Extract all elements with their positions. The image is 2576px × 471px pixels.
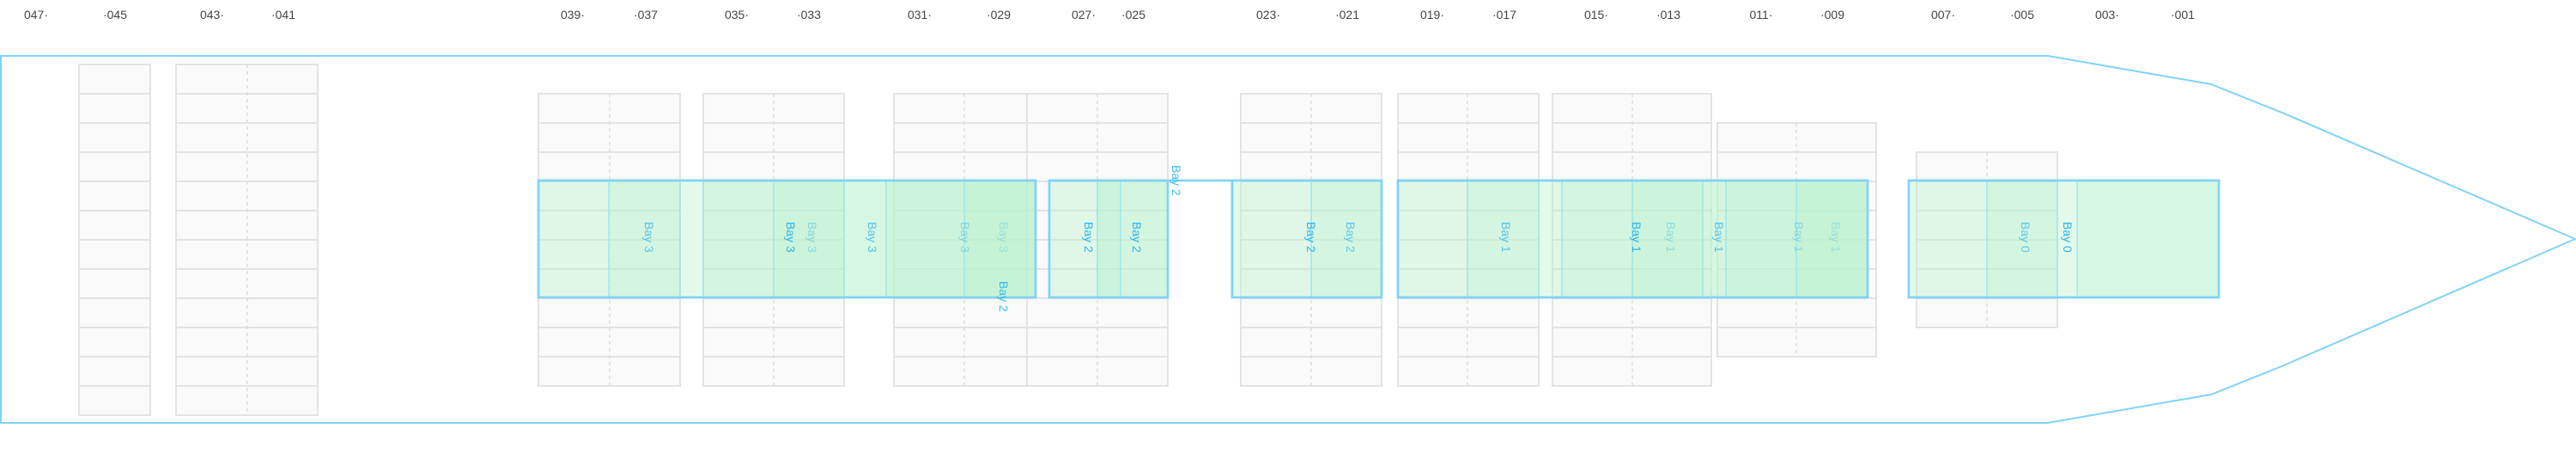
bay-outline[interactable] [537,179,1037,299]
station-label: 027· [1072,8,1096,21]
station-label: ·033 [797,8,821,21]
station-label: 015· [1584,8,1608,21]
bay-label: Bay 0 [2061,222,2075,253]
bay-segment[interactable] [1097,180,1121,298]
station-label: 023· [1256,8,1280,21]
station-label: ·045 [103,8,127,21]
station-label: 019· [1420,8,1444,21]
station-label: 011· [1750,8,1773,21]
bay-label: Bay 1 [1630,222,1643,253]
bay-border [1907,179,2221,299]
bay-label: Bay 3 [805,222,819,253]
container-slot[interactable] [1397,151,1540,182]
station-label: 047· [24,8,48,21]
bay-label: Bay 3 [784,222,798,253]
bay-outline[interactable] [1230,179,1383,299]
station-label: 007· [1931,8,1955,21]
bay-label: Bay 1 [1499,222,1513,253]
container-slot[interactable] [1397,122,1540,153]
bay-highlights [537,179,2221,299]
bay-label: Bay 3 [958,222,972,253]
bay-segment[interactable] [773,180,845,298]
bay-segment[interactable] [2076,180,2220,298]
bay-label: Bay 2 [1082,222,1096,253]
station-label: ·009 [1820,8,1844,21]
station-label: ·005 [2010,8,2034,21]
container-slot[interactable] [78,356,151,387]
container-stack [175,64,319,416]
bay-label: Bay 1 [1792,222,1806,253]
container-slot[interactable] [1397,210,1540,241]
station-label: ·025 [1121,8,1145,21]
bay-border [537,179,1037,299]
container-slot[interactable] [78,268,151,299]
station-label: 043· [200,8,224,21]
container-slot[interactable] [1397,356,1540,387]
container-stack [1397,93,1540,387]
bay-label: Bay 1 [1664,222,1678,253]
container-slot[interactable] [78,180,151,211]
container-slot[interactable] [1240,356,1382,387]
container-slot[interactable] [78,385,151,416]
bay-label: Bay 3 [642,222,656,253]
container-slot[interactable] [78,327,151,358]
container-slot[interactable] [78,210,151,241]
bay-border [1048,179,1170,299]
ship-hull-outline [0,55,2576,424]
container-slot[interactable] [1397,297,1540,328]
bay-group[interactable] [1048,179,1170,299]
bay-segment[interactable] [963,180,1036,298]
bay-label: Bay 3 [997,222,1011,253]
bay-border [1396,179,1869,299]
bay-label: Bay 2 [1130,222,1144,253]
container-slot[interactable] [78,297,151,328]
bay-labels: Bay 3 Bay 3 Bay 3 Bay 3 Bay 3 Bay 3 Bay 2 Bay 2… [642,165,2075,312]
bay-group[interactable] [1230,179,1383,299]
bay-group[interactable] [1396,179,1869,299]
station-ruler: 047· ·045 043· ·041 039· ·037 035· ·033 031· ·029… [24,8,2195,21]
container-slot[interactable] [78,239,151,270]
bay-group[interactable] [1907,179,2221,299]
bay-segment[interactable] [1467,180,1540,298]
container-stack [78,64,151,416]
bay-segment[interactable] [702,180,1036,298]
station-label: ·017 [1492,8,1516,21]
station-label: 003· [2095,8,2119,21]
bay-segment[interactable] [1310,180,1382,298]
bay-label: Bay 2 [1304,222,1318,253]
station-label: ·041 [271,8,295,21]
container-slot[interactable] [78,122,151,153]
bay-label: Bay 3 [866,222,879,253]
bay-label: Bay 2 [997,281,1011,312]
bay-label: Bay 2 [1344,222,1358,253]
bay-border [1230,179,1383,299]
bay-label: Bay 0 [2019,222,2032,253]
station-label: 031· [908,8,932,21]
container-slot[interactable] [78,64,151,95]
station-label: ·029 [987,8,1011,21]
station-label: ·037 [634,8,658,21]
container-slot[interactable] [78,93,151,124]
bay-label: Bay 2 [1170,165,1183,196]
container-slot[interactable] [78,151,151,182]
bay-label: Bay 1 [1712,222,1726,253]
station-label: ·013 [1656,8,1680,21]
container-slot[interactable] [1397,327,1540,358]
container-slot[interactable] [1397,93,1540,124]
station-label: ·021 [1335,8,1359,21]
bay-group[interactable] [537,179,1037,299]
station-label: ·001 [2171,8,2195,21]
station-label: 039· [561,8,585,21]
station-label: 035· [725,8,749,21]
bay-segment[interactable] [1795,180,1868,298]
bay-segment[interactable] [1561,180,1868,298]
bay-label: Bay 1 [1829,222,1843,253]
